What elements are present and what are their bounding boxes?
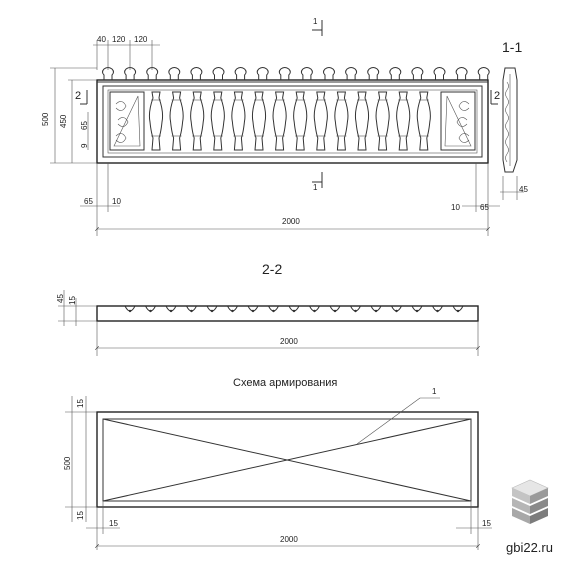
section-2-2: 2-2 45 15 2000 [56,261,478,356]
reinforcement-height: 500 [63,456,72,470]
socket [329,305,341,313]
reinforcement-outline [96,411,479,508]
side-mark-left: 2 [75,90,81,102]
left-end-ornament [109,91,145,151]
socket [288,305,300,313]
baluster [231,91,246,151]
socket [186,305,197,313]
section-1-1-label: 1-1 [502,39,522,55]
baluster [210,91,225,151]
panel-inner-frame [102,85,483,158]
section-2-2-dim-15: 15 [68,296,77,305]
panel-outline [96,79,489,164]
socket [350,305,361,313]
top-post [256,67,269,80]
top-dim-1: 40 [97,35,106,44]
top-post [345,67,358,80]
top-dim-2: 120 [112,35,126,44]
socket [309,305,320,313]
top-post [190,67,203,80]
socket [432,305,443,313]
baluster [313,91,328,151]
bottom-dim-10-right: 10 [451,203,460,212]
balusters [148,91,431,151]
section-2-2-length: 2000 [280,337,298,346]
reinforcement-right-dim: 15 [482,519,491,528]
site-name: gbi22.ru [506,540,553,555]
elevation-view: 40 120 120 500 450 65 9 2 2 1 1 [41,17,500,236]
site-logo [511,479,549,524]
baluster [251,91,267,151]
top-post [477,67,490,80]
cut-mark-bottom: 1 [313,183,318,192]
baluster [354,91,370,151]
top-dim-3: 120 [134,35,148,44]
reinforcement-inner [102,418,472,502]
socket [206,305,218,313]
reinforcement-scheme: Схема армирования 1 15 500 15 15 15 2000 [63,377,492,550]
top-post [168,67,181,80]
section-2-2-outline [96,305,479,322]
socket [145,305,156,313]
section-1-1: 1-1 45 [500,39,528,200]
baluster [334,91,349,151]
baluster [396,91,411,151]
bottom-dim-65-left: 65 [84,197,93,206]
baluster [272,91,287,151]
elevation-length: 2000 [282,217,300,226]
top-post [389,67,402,80]
baluster [293,91,308,151]
height-total: 500 [41,112,50,126]
top-post [278,67,291,80]
section-1-1-dim: 45 [519,185,528,194]
right-end-ornament [440,91,476,151]
panel-inner-frame-2 [107,89,478,154]
top-post [433,67,446,80]
socket [452,305,464,313]
top-post [367,67,380,80]
baluster [148,91,164,151]
side-mark-right: 2 [494,90,500,102]
baluster [416,91,431,151]
reinforcement-left-dim: 15 [109,519,118,528]
cut-mark-top: 1 [313,17,318,26]
socket [227,305,238,313]
socket [124,305,136,313]
top-post [411,67,424,80]
bottom-dim-65-right: 65 [480,203,489,212]
reinforcement-title: Схема армирования [233,377,337,389]
baluster [169,91,184,151]
socket [411,305,423,313]
socket [391,305,402,313]
top-post [234,67,247,80]
reinforcement-length: 2000 [280,535,298,544]
top-post [323,67,335,80]
left-dim-65: 65 [80,121,89,130]
baluster [190,91,205,151]
baluster-sockets [124,305,464,313]
section-2-2-dim-45: 45 [56,294,65,303]
socket [247,305,259,313]
top-post [212,67,225,80]
socket [165,305,177,313]
top-post [455,67,468,80]
section-2-2-label: 2-2 [262,261,282,277]
baluster [375,91,390,151]
socket [370,305,382,313]
socket [268,305,279,313]
left-dim-9: 9 [80,143,89,148]
reinforcement-callout: 1 [432,387,437,396]
reinforcement-top-dim: 15 [76,399,85,408]
bottom-dim-10-left: 10 [112,197,121,206]
top-post [300,67,313,80]
height-inner: 450 [59,114,68,128]
top-posts [102,67,490,80]
reinforcement-bottom-dim: 15 [76,511,85,520]
